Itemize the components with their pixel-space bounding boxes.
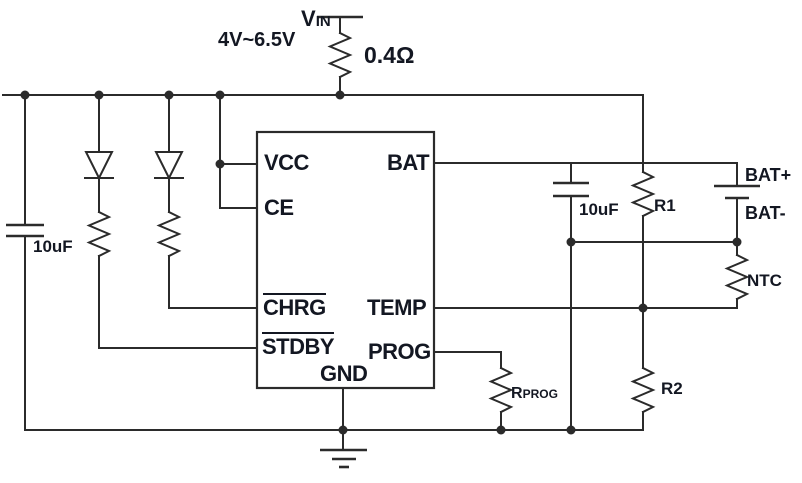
pin-label-gnd: GND [320,361,368,386]
prog-line [433,351,502,431]
r2-label: R2 [661,379,683,398]
junction-dots [20,90,742,435]
standby-led [84,151,114,179]
pin-label-prog: PROG [368,339,431,364]
rprog-resistor [490,367,512,413]
rprog-label: RPROG [511,385,558,402]
chrg-led-branch [168,94,258,309]
ntc-label: NTC [747,271,782,290]
bat-plus-label: BAT+ [745,165,792,185]
vcc-ce-branch [219,94,258,209]
vin-label: VIN [301,6,331,31]
bat-minus-label: BAT- [745,203,786,223]
input-capacitor [6,223,44,238]
standby-led-resistor [88,211,110,257]
pin-label-ce: CE [264,195,294,220]
vin-range-label: 4V~6.5V [218,29,296,51]
bat-line [433,162,738,243]
input-resistor [329,32,351,78]
rin-value-label: 0.4Ω [364,42,415,68]
r1-resistor [632,171,654,217]
pin-label-temp: TEMP [367,295,427,320]
charge-led [154,151,184,179]
charger-ic-body [255,130,436,390]
pin-label-stdby: STDBY [262,332,335,359]
battery-terminal [714,184,760,200]
pin-label-vcc: VCC [264,150,309,175]
stdby-led-branch [98,94,258,349]
pin-label-bat: BAT [387,150,430,175]
input-cap-label: 10uF [33,237,73,256]
ntc-thermistor [726,254,748,300]
bat-capacitor [553,181,589,198]
bat-cap-label: 10uF [579,200,619,219]
pin-label-chrg: CHRG [263,293,326,320]
r2-resistor [632,367,654,413]
r1-label: R1 [654,196,676,215]
wires [2,16,738,451]
ground-symbol [320,448,367,469]
charge-led-resistor [158,211,180,257]
